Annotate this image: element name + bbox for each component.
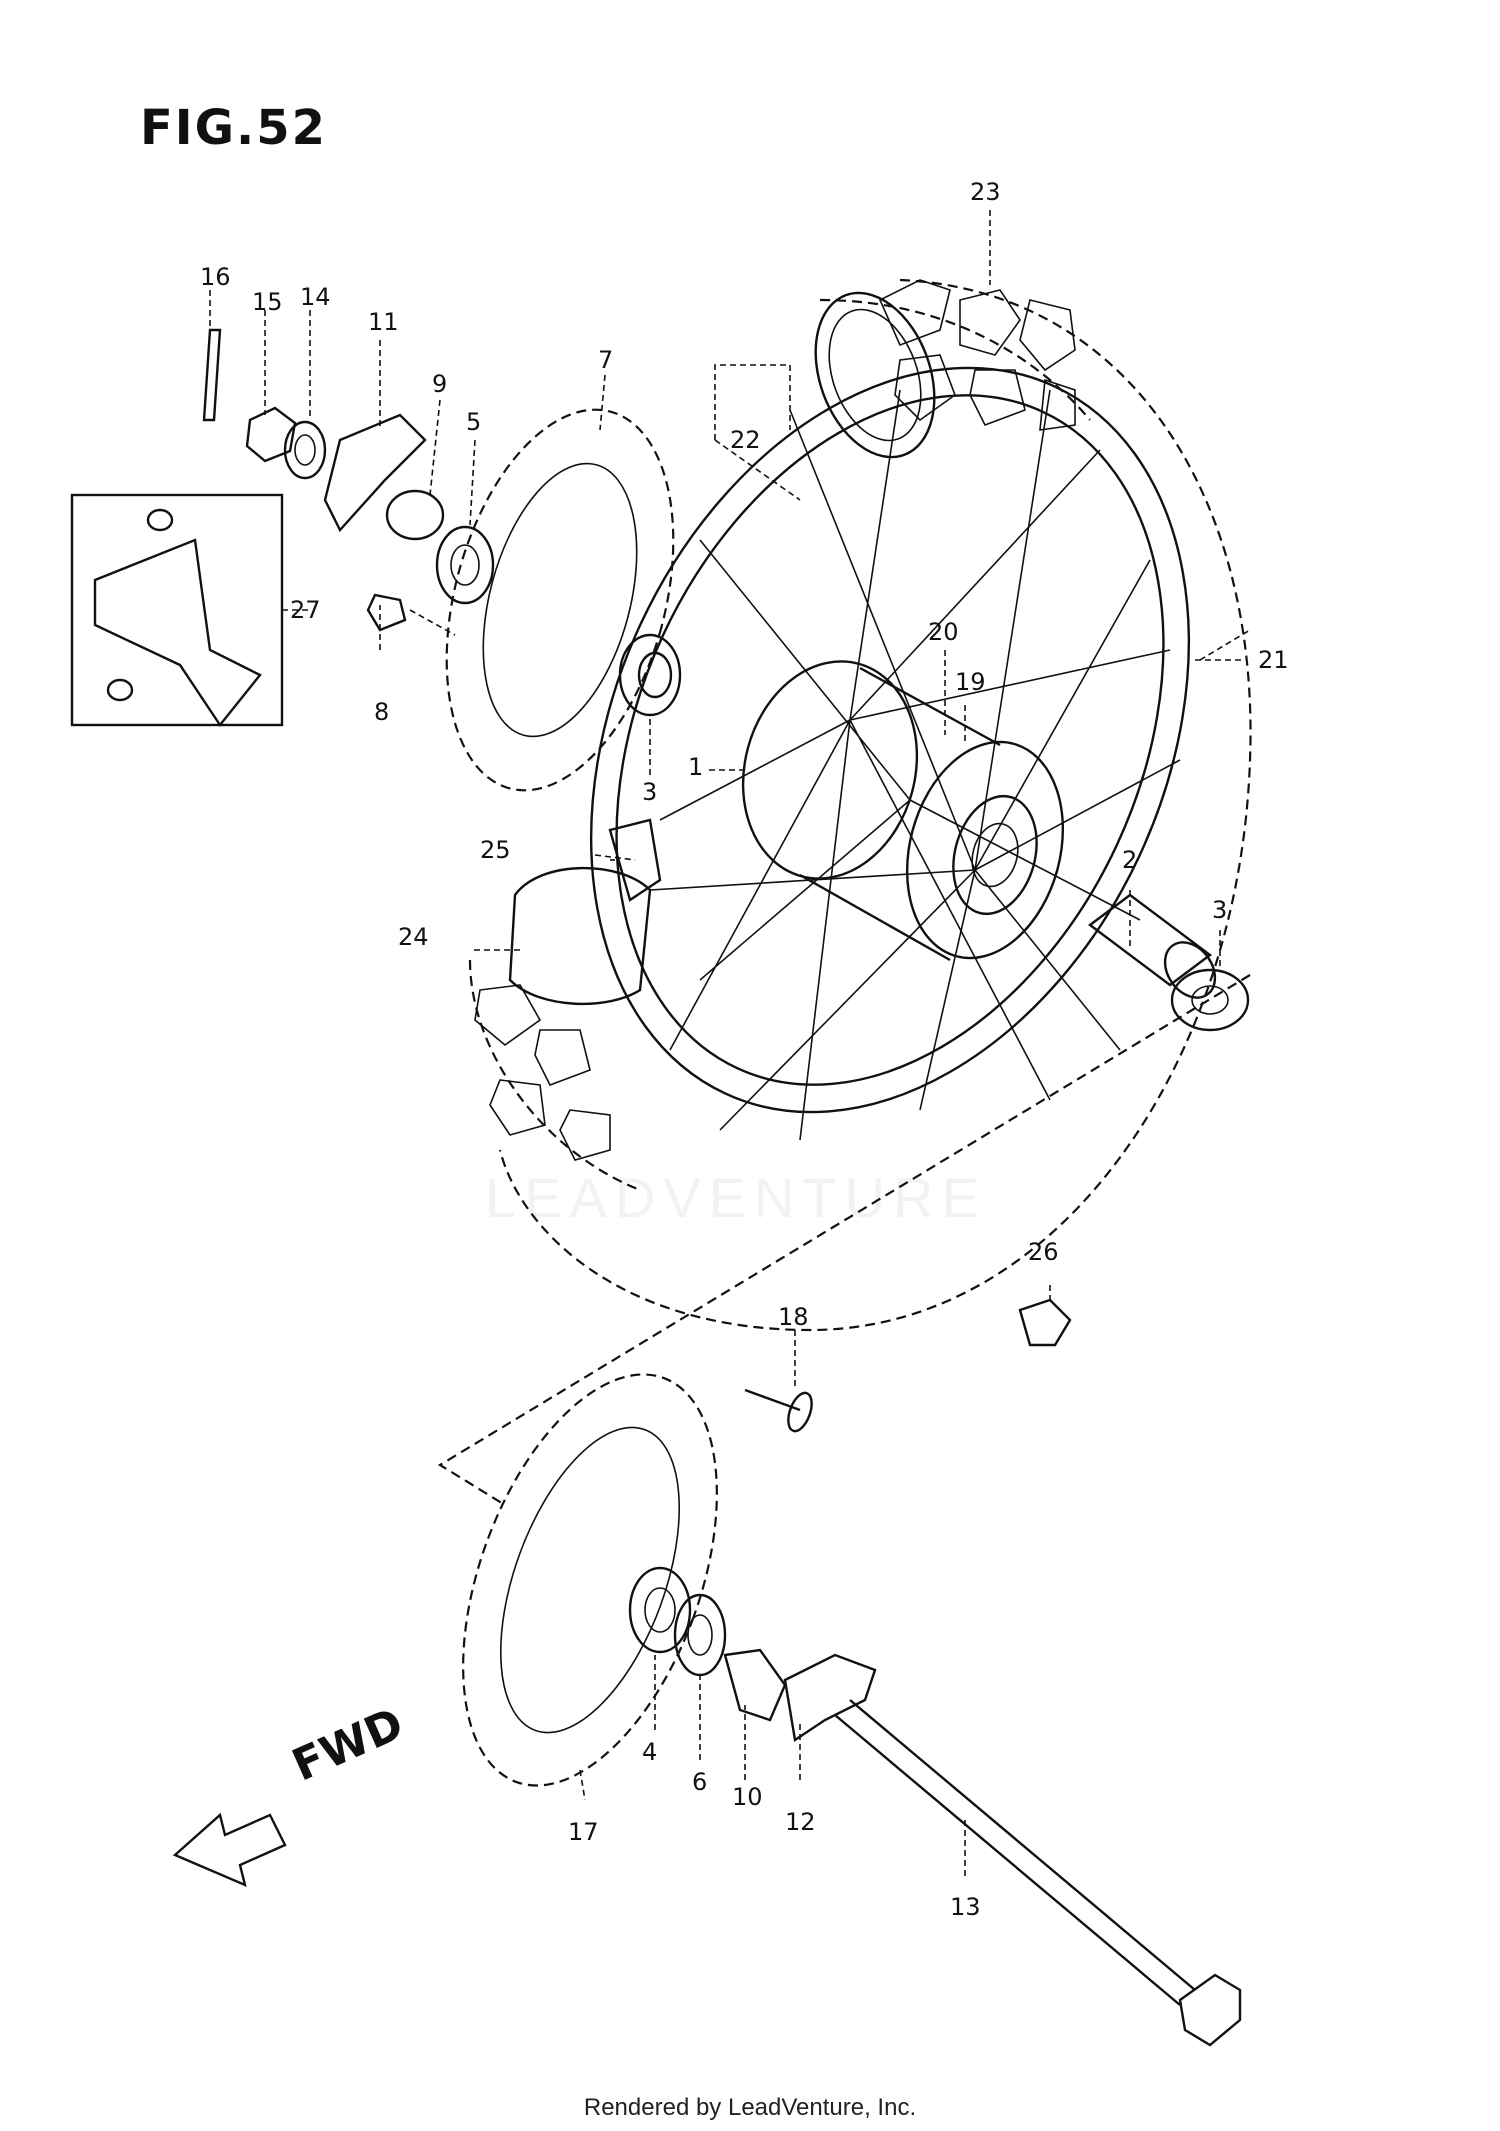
callout-9: 9 bbox=[432, 370, 447, 398]
callout-3b: 3 bbox=[1212, 896, 1227, 924]
rim-band-and-valve bbox=[508, 818, 662, 1006]
bearing-left bbox=[618, 633, 682, 717]
callout-17: 17 bbox=[568, 1818, 599, 1846]
callout-5: 5 bbox=[466, 408, 481, 436]
callout-19: 19 bbox=[955, 668, 986, 696]
callout-10: 10 bbox=[732, 1783, 763, 1811]
rim bbox=[589, 366, 1191, 1114]
callout-13: 13 bbox=[950, 1893, 981, 1921]
left-small-parts bbox=[202, 328, 495, 632]
callout-20: 20 bbox=[928, 618, 959, 646]
callout-18: 18 bbox=[778, 1303, 809, 1331]
callout-4: 4 bbox=[642, 1738, 657, 1766]
chain-guard-inset bbox=[70, 493, 284, 728]
sprocket-bolt bbox=[744, 1388, 813, 1433]
callout-24: 24 bbox=[398, 923, 429, 951]
callout-3: 3 bbox=[642, 778, 657, 806]
spokes bbox=[649, 389, 1181, 1141]
callout-21: 21 bbox=[1258, 646, 1289, 674]
plug bbox=[1018, 1298, 1072, 1347]
figure-title: FIG.52 bbox=[140, 100, 328, 156]
footer-credit: Rendered by LeadVenture, Inc. bbox=[583, 2094, 917, 2121]
callout-25: 25 bbox=[480, 836, 511, 864]
section-separator bbox=[437, 974, 1251, 1506]
callout-22: 22 bbox=[730, 426, 761, 454]
callout-8: 8 bbox=[374, 698, 389, 726]
fwd-arrow-icon bbox=[172, 1812, 287, 1888]
callouts: 16 15 14 11 9 5 7 27 8 3 22 23 21 20 19 … bbox=[200, 178, 1289, 1921]
callout-12: 12 bbox=[785, 1808, 816, 1836]
callout-11: 11 bbox=[368, 308, 399, 336]
callout-1: 1 bbox=[688, 753, 703, 781]
callout-2: 2 bbox=[1122, 846, 1137, 874]
rear-sprocket bbox=[462, 1373, 718, 1787]
callout-14: 14 bbox=[300, 283, 331, 311]
rear-axle-parts bbox=[628, 1566, 877, 1743]
callout-6: 6 bbox=[692, 1768, 707, 1796]
callout-26: 26 bbox=[1028, 1238, 1059, 1266]
callout-7: 7 bbox=[598, 346, 613, 374]
callout-23: 23 bbox=[970, 178, 1001, 206]
spacer-and-bearing-right bbox=[1088, 893, 1250, 1032]
callout-16: 16 bbox=[200, 263, 231, 291]
brake-disc bbox=[445, 408, 675, 792]
watermark: LEADVENTURE bbox=[485, 1166, 987, 1229]
leader-lines bbox=[209, 210, 1251, 1880]
hub bbox=[741, 660, 1065, 962]
rear-tire bbox=[468, 278, 1252, 1332]
callout-15: 15 bbox=[252, 288, 283, 316]
callout-27: 27 bbox=[290, 596, 321, 624]
rear-axle bbox=[834, 1699, 1242, 2047]
